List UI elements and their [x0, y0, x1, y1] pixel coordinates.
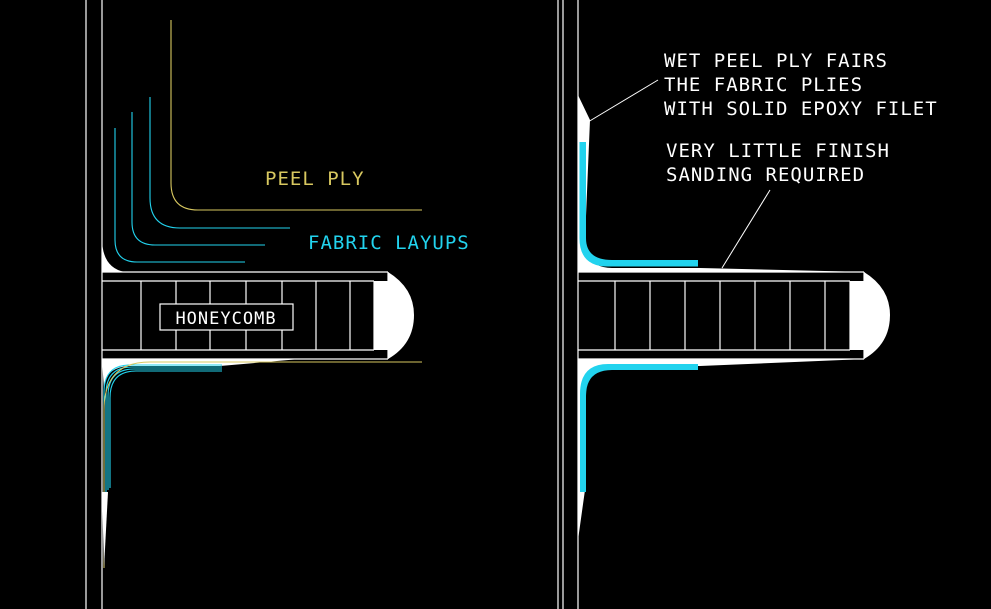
- left-detail: HONEYCOMB PEEL PLY FABRIC LAYUPS: [85, 0, 559, 609]
- note-wet-peel-ply-line-1: WET PEEL PLY FAIRS: [664, 50, 888, 72]
- right-lower-plies-fill: [580, 364, 698, 492]
- leader-finish-sanding: [721, 189, 771, 269]
- note-finish-sanding-line-2: SANDING REQUIRED: [666, 164, 865, 186]
- left-lower-peel-ply: [103, 361, 422, 568]
- left-lower-fabric: [103, 364, 222, 495]
- right-detail: WET PEEL PLY FAIRS THE FABRIC PLIES WITH…: [562, 0, 938, 609]
- left-core-label: HONEYCOMB: [175, 309, 276, 329]
- left-fabric-layups: [114, 97, 290, 263]
- left-upper-fillet: [102, 238, 125, 272]
- note-wet-peel-ply-line-3: WITH SOLID EPOXY FILET: [664, 98, 938, 120]
- right-honeycomb-panel: [578, 271, 865, 360]
- label-peel-ply: PEEL PLY: [265, 168, 365, 190]
- right-edge-fill: [850, 272, 890, 359]
- left-edge-fill: [374, 272, 414, 359]
- label-fabric-layups: FABRIC LAYUPS: [308, 232, 470, 254]
- right-lower-fillet: [578, 359, 866, 540]
- left-lower-taper-wall: [102, 492, 108, 568]
- note-finish-sanding-line-1: VERY LITTLE FINISH: [666, 140, 890, 162]
- note-wet-peel-ply-line-2: THE FABRIC PLIES: [664, 74, 863, 96]
- leader-wet-peel-ply: [587, 79, 659, 123]
- left-core-label-box: [159, 303, 294, 331]
- left-peel-ply: [170, 20, 422, 211]
